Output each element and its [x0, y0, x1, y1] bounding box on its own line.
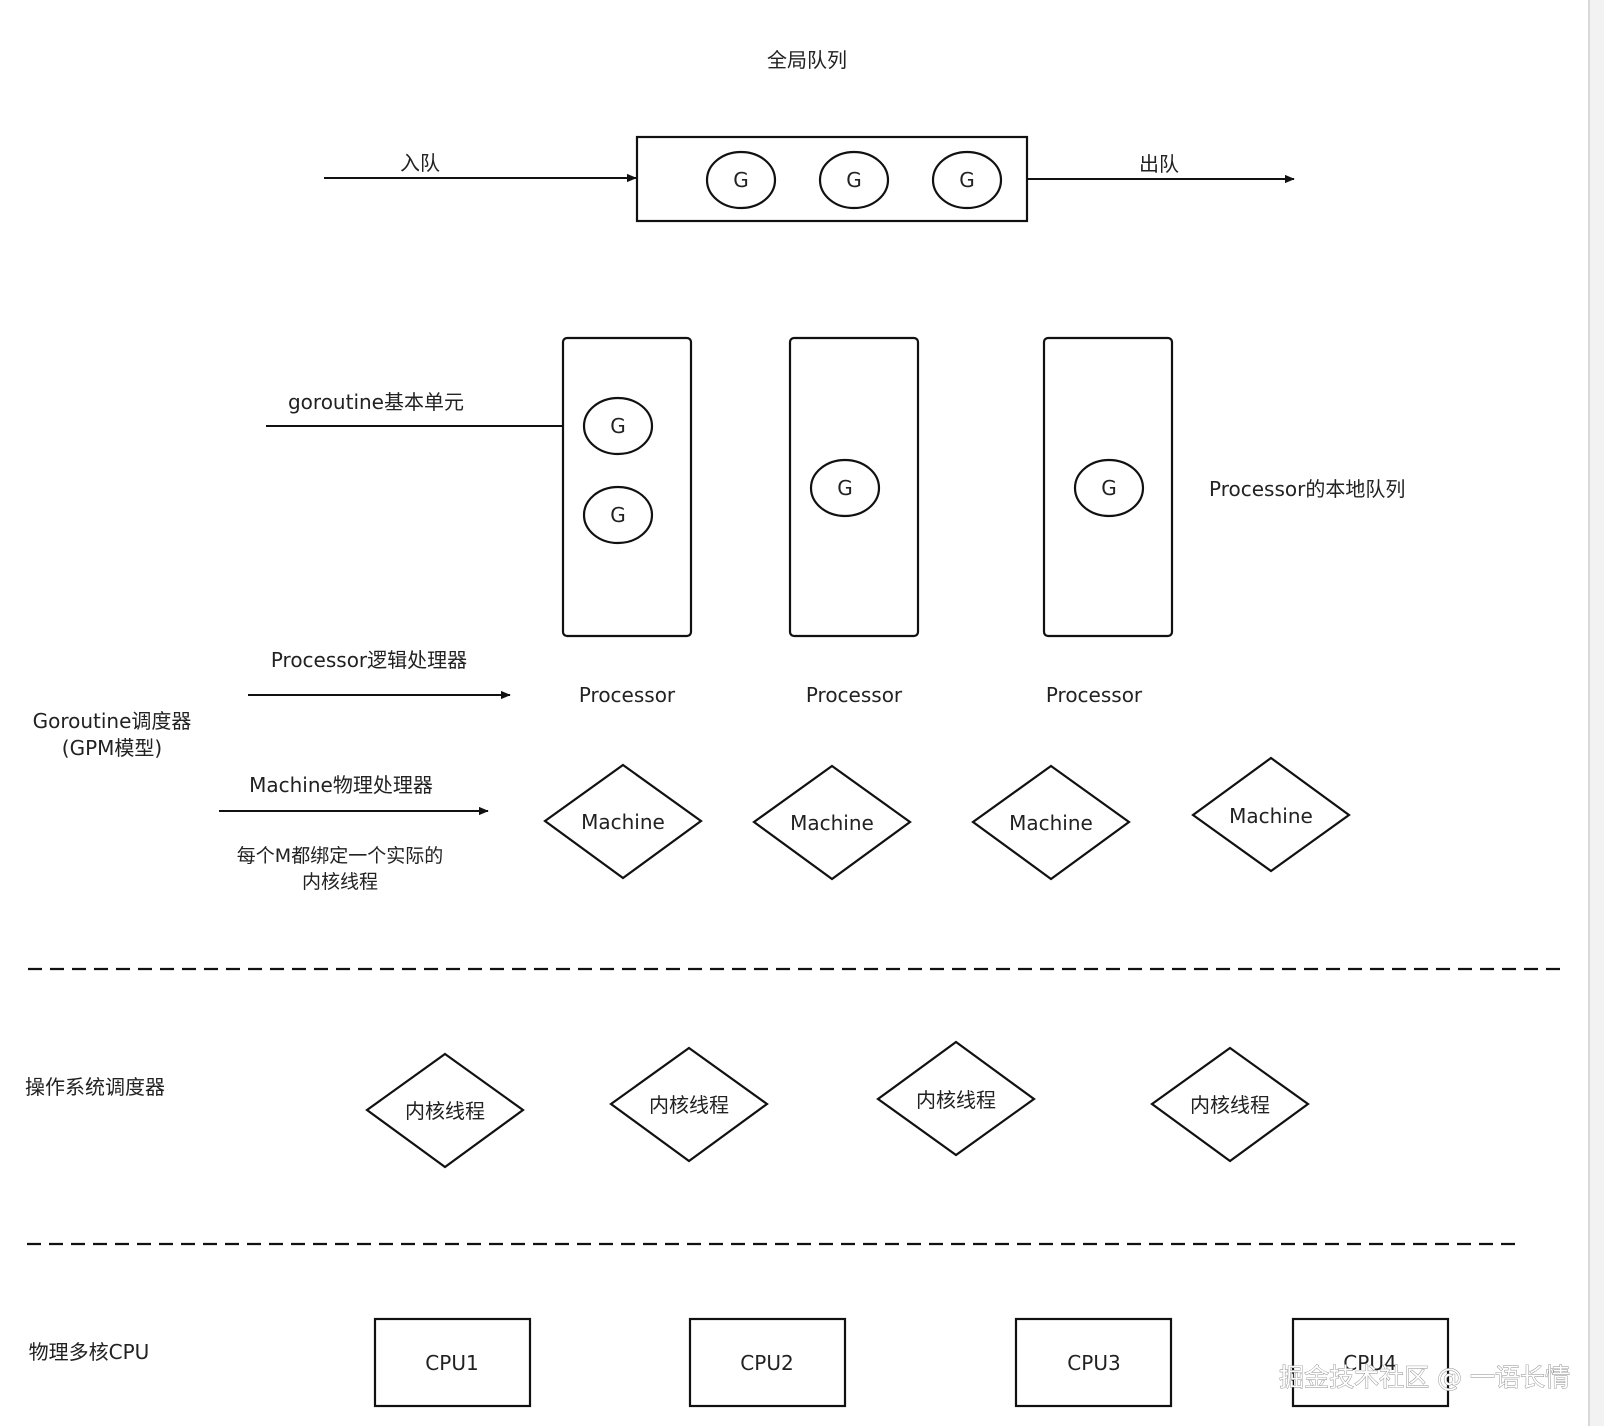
svg-text:CPU2: CPU2 [740, 1351, 793, 1375]
local-goroutine: G [582, 396, 654, 456]
machine-node: Machine [543, 763, 703, 880]
svg-text:内核线程: 内核线程 [1190, 1093, 1270, 1117]
scheduler-model-label: (GPM模型) [62, 736, 162, 760]
local-goroutine: G [582, 485, 654, 545]
svg-text:G: G [1101, 476, 1117, 500]
svg-text:内核线程: 内核线程 [649, 1093, 729, 1117]
canvas-edge-line [1588, 0, 1590, 1426]
global-goroutine: G [705, 150, 777, 210]
machine-note-line1: 每个M都绑定一个实际的 [237, 845, 443, 867]
processor-name: Processor [806, 683, 903, 707]
cpu-box: CPU1 [373, 1317, 532, 1408]
svg-text:G: G [959, 168, 975, 192]
machine-label: Machine物理处理器 [249, 773, 433, 797]
canvas-edge [1590, 0, 1604, 1426]
global-queue-title: 全局队列 [767, 48, 847, 72]
cpu-box: CPU2 [688, 1317, 847, 1408]
machine-node: Machine [971, 764, 1131, 881]
watermark-text: 掘金技术社区 @ 一语长情 [1279, 1363, 1570, 1392]
local-queue-label: Processor的本地队列 [1209, 477, 1405, 501]
kernel-thread-node: 内核线程 [609, 1046, 769, 1163]
processor-name: Processor [579, 683, 676, 707]
cpu-box: CPU3 [1014, 1317, 1173, 1408]
global-goroutine: G [818, 150, 890, 210]
machine-note-line2: 内核线程 [302, 871, 378, 893]
kernel-thread-node: 内核线程 [365, 1052, 525, 1169]
svg-text:内核线程: 内核线程 [405, 1099, 485, 1123]
svg-text:CPU1: CPU1 [425, 1351, 478, 1375]
svg-text:Machine: Machine [581, 810, 665, 834]
svg-text:内核线程: 内核线程 [916, 1088, 996, 1112]
svg-text:CPU4: CPU4 [1343, 1351, 1396, 1375]
os-scheduler-label: 操作系统调度器 [25, 1075, 165, 1099]
svg-text:G: G [837, 476, 853, 500]
kernel-thread-node: 内核线程 [1150, 1046, 1310, 1163]
cpu-layer-label: 物理多核CPU [29, 1340, 150, 1364]
dequeue-label: 出队 [1139, 152, 1179, 176]
svg-text:CPU3: CPU3 [1067, 1351, 1120, 1375]
global-goroutine: G [931, 150, 1003, 210]
scheduler-label: Goroutine调度器 [33, 709, 192, 733]
svg-text:Machine: Machine [1009, 811, 1093, 835]
cpu-box: CPU4 [1291, 1317, 1450, 1408]
svg-text:G: G [610, 414, 626, 438]
svg-text:G: G [733, 168, 749, 192]
processor-label: Processor逻辑处理器 [271, 648, 467, 672]
enqueue-label: 入队 [400, 151, 440, 175]
machine-node: Machine [1191, 756, 1351, 873]
svg-text:G: G [610, 503, 626, 527]
machine-node: Machine [752, 764, 912, 881]
local-goroutine: G [1073, 458, 1145, 518]
svg-text:Machine: Machine [1229, 804, 1313, 828]
svg-text:Machine: Machine [790, 811, 874, 835]
local-goroutine: G [809, 458, 881, 518]
svg-text:G: G [846, 168, 862, 192]
kernel-thread-node: 内核线程 [876, 1040, 1036, 1157]
goroutine-label: goroutine基本单元 [288, 390, 464, 414]
processor-name: Processor [1046, 683, 1143, 707]
